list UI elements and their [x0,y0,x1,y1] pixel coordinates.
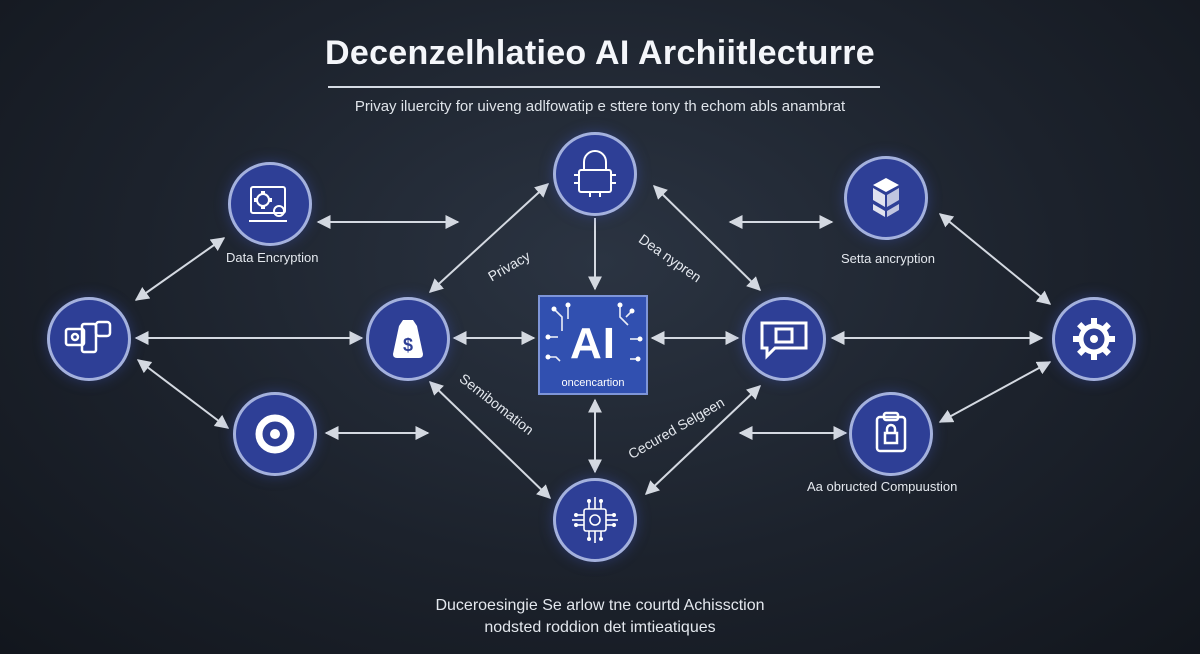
footer-line-2: nodsted roddion det imtieatiques [484,619,716,636]
gear-monitor-node[interactable] [228,162,312,246]
ai-core-chip[interactable]: AI oncencartion [538,295,648,395]
clipboard-lock-node[interactable] [849,392,933,476]
label-data-encryption: Data Encryption [226,250,319,265]
clipboard-lock-icon [875,411,907,453]
arrow-midleft-top [428,183,550,293]
arrow-midleft-bottom [428,381,552,499]
gear-node[interactable] [1052,297,1136,381]
page-title: Decenzelhlatieo AI Archiitlecturre [325,34,875,72]
circuit-lines-icon [545,302,643,362]
ai-core-title: AI [570,319,616,368]
target-node[interactable] [233,392,317,476]
cube-stack-icon [873,178,899,217]
svg-text:$: $ [403,335,413,355]
target-icon [255,414,295,454]
page-subtitle: Privay iluercity for uiveng adlfowatip e… [354,98,846,115]
footer-line-1: Duceroesingie Se arlow tne courtd Achiss… [435,597,765,614]
circuit-chip-icon [572,497,618,543]
devices-icon [64,320,112,354]
arrow-upperright-farright [938,213,1052,305]
label-computation: Aa obructed Compuustion [807,479,958,494]
arrow-farleft-upperleft [134,237,226,301]
gear-icon [1073,318,1115,360]
money-bag-icon: $ [393,320,423,358]
arrow-lowerright-farright [938,361,1052,423]
ai-core-subtitle: oncencartion [561,377,625,389]
cube-stack-node[interactable] [844,156,928,240]
arrow-farleft-lowerleft [136,359,230,429]
title-divider [328,86,880,88]
gear-monitor-icon [249,186,287,222]
devices-node[interactable] [47,297,131,381]
label-setta-encryption: Setta ancryption [841,251,935,266]
lock-node[interactable] [553,132,637,216]
chat-bubble-node[interactable] [742,297,826,381]
chat-bubble-icon [760,321,808,360]
money-bag-node[interactable]: $ [366,297,450,381]
arrow-bottom-midright [644,385,762,495]
arrow-top-midright [653,185,761,291]
circuit-chip-node[interactable] [553,478,637,562]
lock-icon [574,150,616,197]
